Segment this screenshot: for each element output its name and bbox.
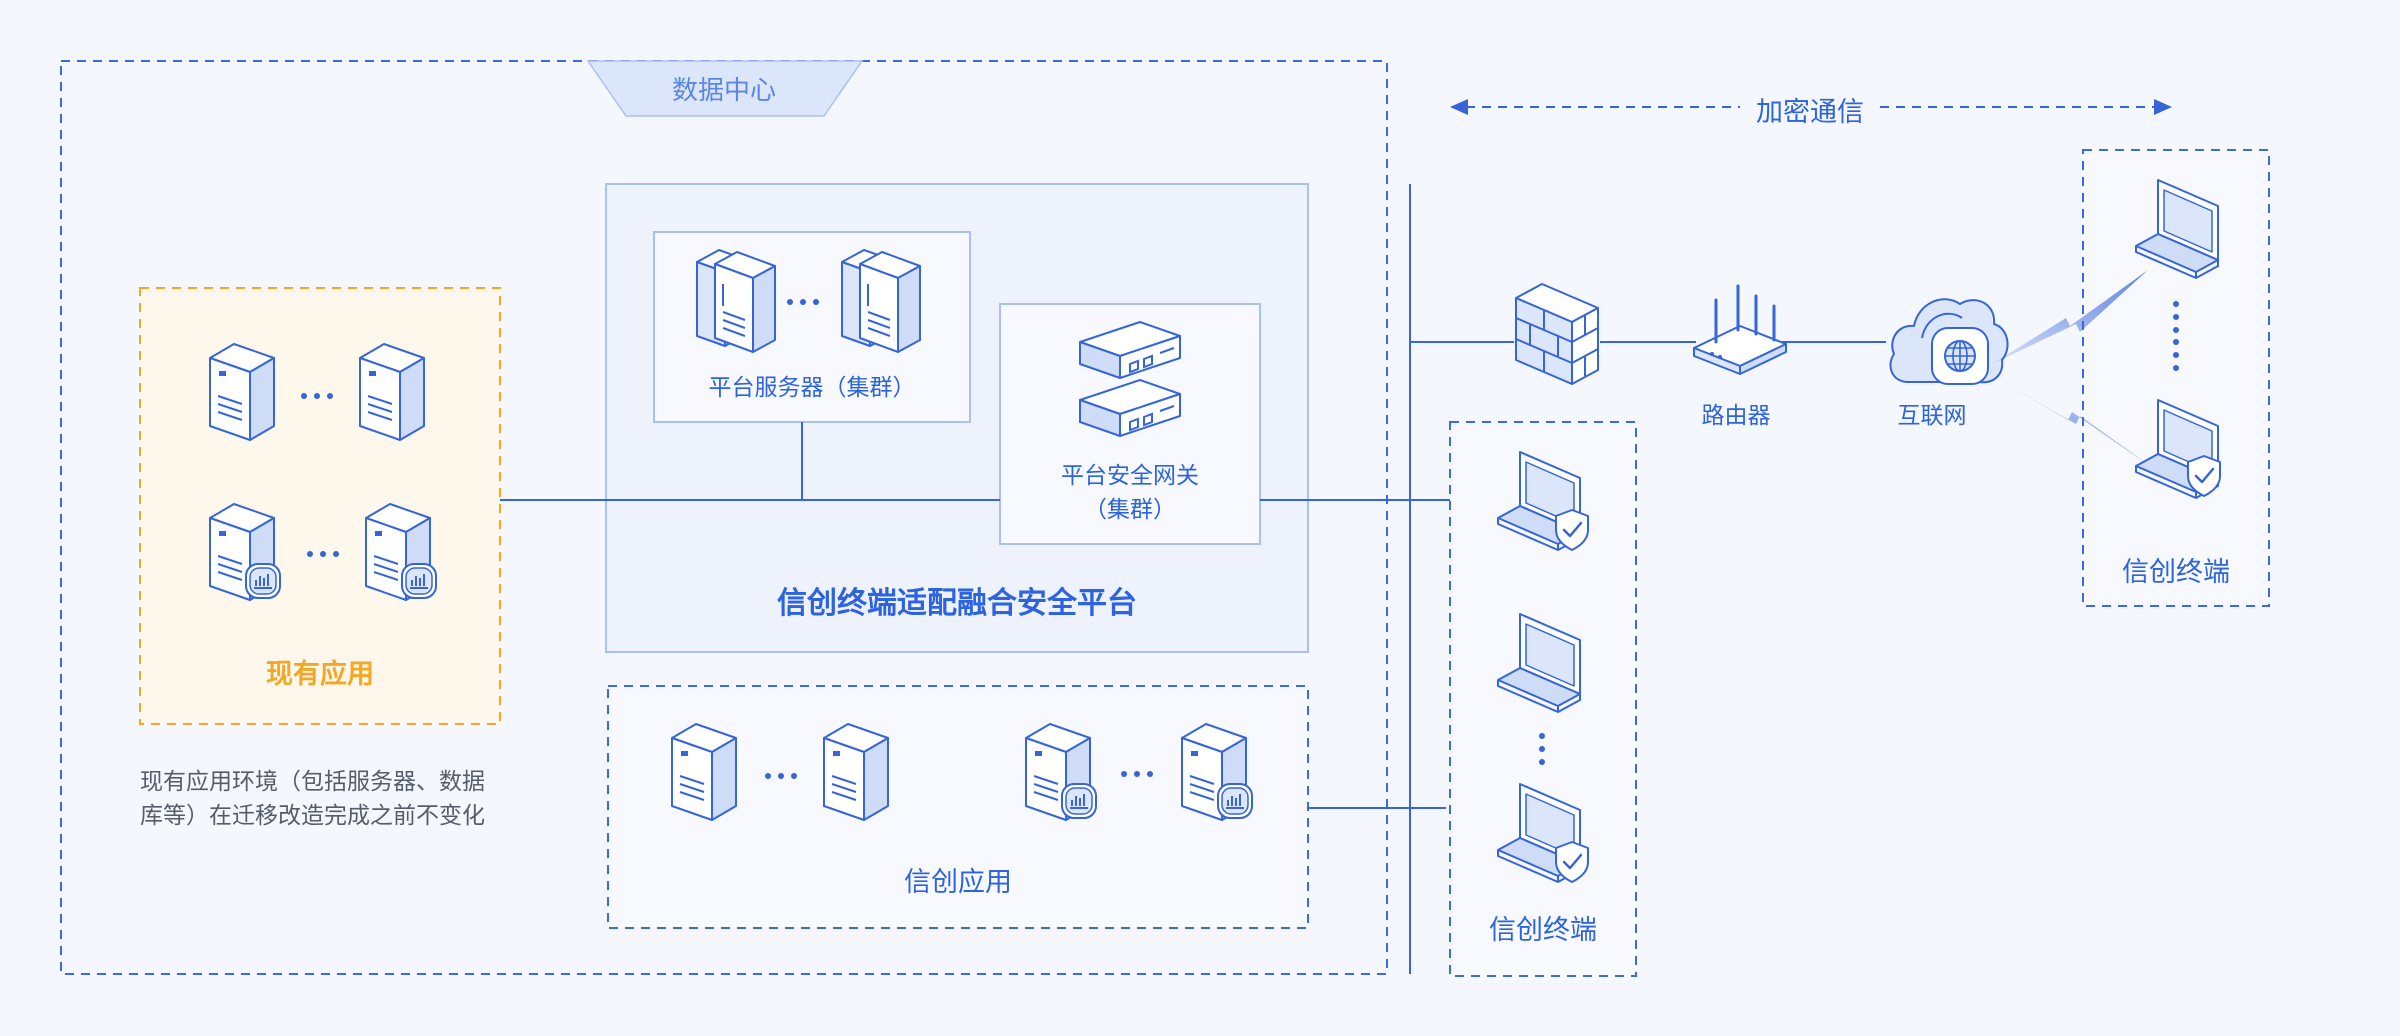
internet-label: 互联网 (1897, 403, 1967, 429)
gateway-label-line1: 平台安全网关 (1061, 463, 1199, 489)
server-icon (209, 343, 275, 441)
xc-apps-label: 信创应用 (904, 867, 1012, 898)
ellipsis-icon (1121, 771, 1153, 777)
ellipsis-icon (765, 773, 797, 779)
database-badge-icon (1061, 783, 1097, 819)
datacenter-label: 数据中心 (671, 76, 776, 106)
cloud-globe-icon (1889, 298, 2009, 385)
router-icon (1693, 284, 1787, 375)
wireless-beam-lower (1992, 376, 2150, 466)
ellipsis-icon (2173, 301, 2179, 333)
connection-lines (500, 184, 1886, 974)
wireless-beam-upper (1992, 270, 2148, 364)
gateway-label-line2: （集群） (1084, 497, 1176, 523)
arrow-right-icon (2154, 99, 2172, 115)
existing-apps-box (139, 287, 501, 725)
outer-terminals-label: 信创终端 (2122, 557, 2230, 588)
datacenter-tab (586, 60, 864, 117)
platform-servers-label: 平台服务器（集群） (708, 375, 916, 401)
encrypted-arrow (1450, 99, 2172, 115)
ellipsis-icon (301, 393, 333, 399)
platform-title: 信创终端适配融合安全平台 (777, 586, 1137, 621)
ellipsis-icon (2173, 339, 2179, 371)
existing-apps-note-line1: 现有应用环境（包括服务器、数据 (140, 769, 485, 795)
rack-server-icon (696, 249, 776, 353)
database-badge-icon (1217, 783, 1253, 819)
rack-server-icon (841, 249, 921, 353)
database-badge-icon (245, 563, 281, 599)
existing-apps-label: 现有应用 (266, 659, 374, 690)
database-badge-icon (401, 563, 437, 599)
ellipsis-icon (307, 551, 339, 557)
existing-apps-note-line2: 库等）在迁移改造完成之前不变化 (140, 803, 485, 829)
server-icon (823, 723, 889, 821)
server-icon (359, 343, 425, 441)
encrypted-comm-label: 加密通信 (1756, 97, 1864, 128)
firewall-icon (1515, 283, 1599, 385)
arrow-left-icon (1450, 99, 1468, 115)
ellipsis-icon (787, 299, 819, 305)
router-label: 路由器 (1701, 403, 1771, 429)
inner-terminals-label: 信创终端 (1489, 915, 1597, 946)
server-icon (671, 723, 737, 821)
ellipsis-icon (1539, 733, 1545, 765)
